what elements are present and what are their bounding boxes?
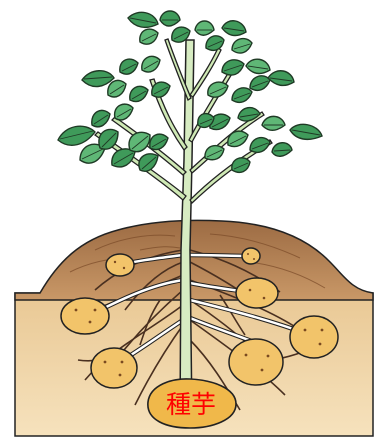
tuber-3 (61, 298, 109, 334)
tuber-6 (91, 348, 137, 388)
tuber-5 (290, 316, 338, 358)
seed-potato-label: 種芋 (166, 390, 216, 419)
tuber-4 (236, 278, 278, 308)
tuber-7 (229, 339, 283, 385)
tuber-2 (242, 248, 260, 264)
tuber-1 (106, 254, 134, 276)
seed-potato: 種芋 (148, 379, 236, 428)
